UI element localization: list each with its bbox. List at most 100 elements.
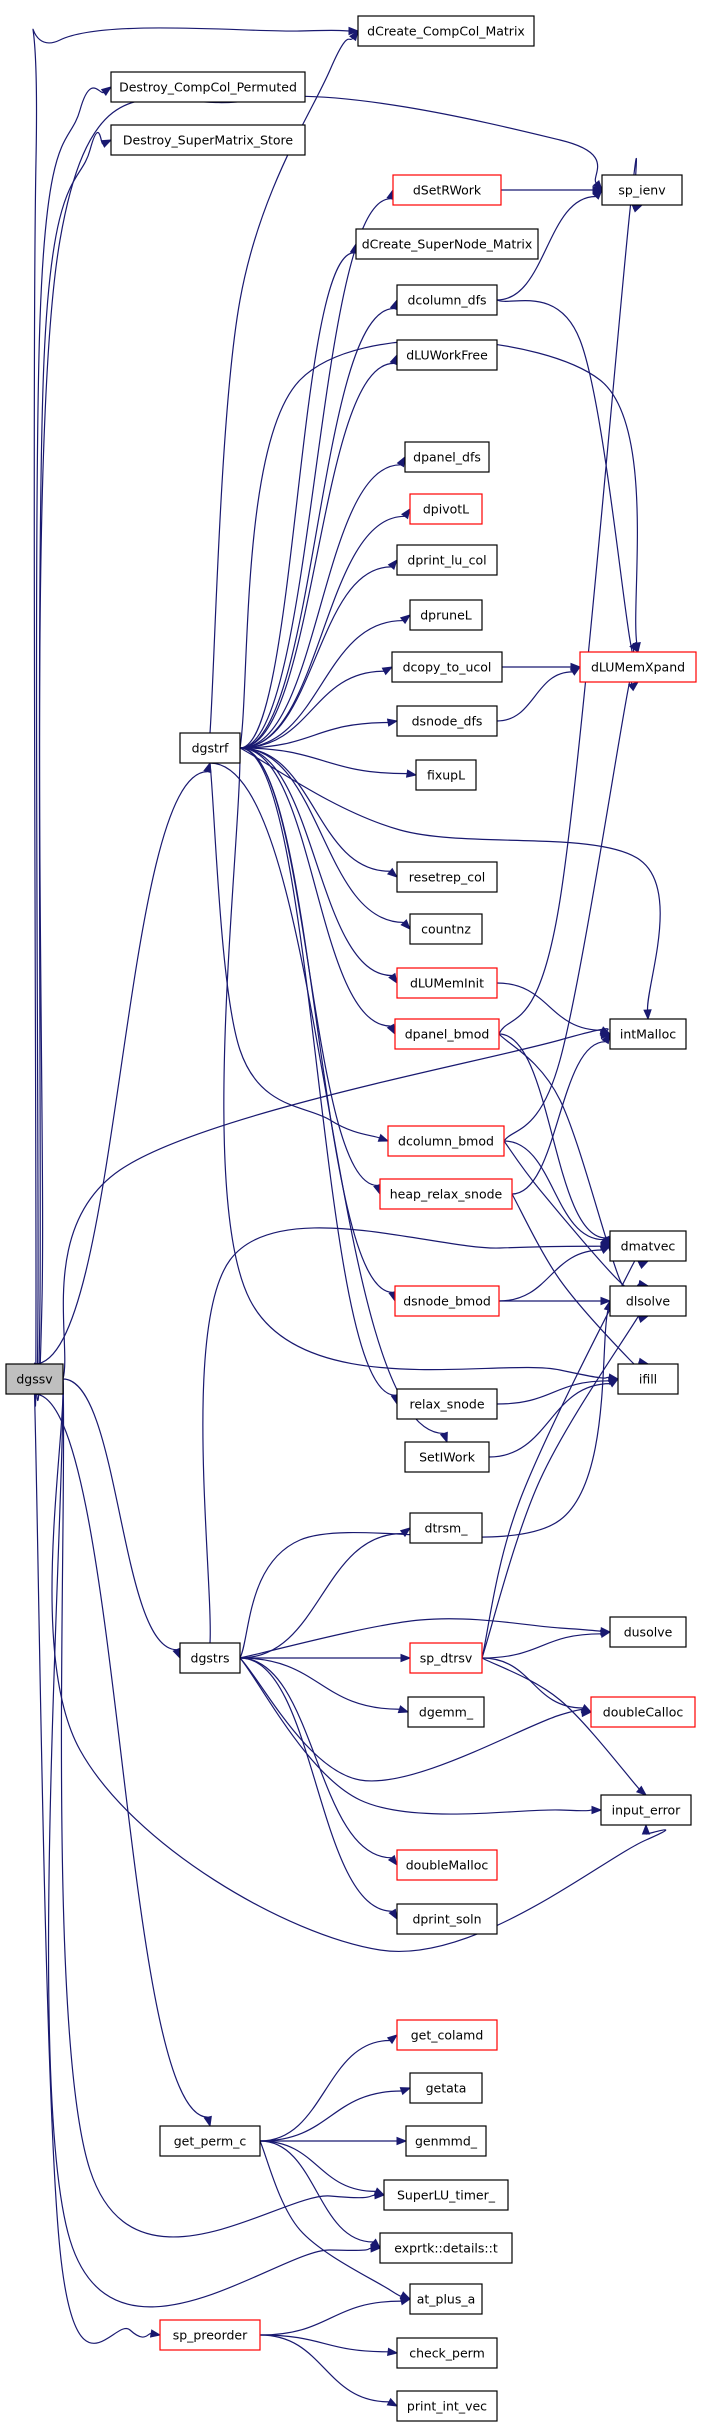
- node-dcreate-supernode-matrix[interactable]: dCreate_SuperNode_Matrix: [355, 228, 539, 260]
- node-dcolumn-dfs[interactable]: dcolumn_dfs: [396, 284, 498, 316]
- edge-sp-dtrsv-to-dlsolve: [481, 1307, 650, 1659]
- node-label: dlsolve: [626, 1294, 670, 1309]
- node-dluworkfree[interactable]: dLUWorkFree: [396, 339, 498, 371]
- node-dcopy-to-ucol[interactable]: dcopy_to_ucol: [391, 651, 503, 683]
- node-label: ifill: [639, 1372, 657, 1387]
- node-label: dcolumn_bmod: [398, 1134, 494, 1149]
- node-at-plus-a[interactable]: at_plus_a: [409, 2283, 483, 2315]
- edge-dgssv-to-input-error: [51, 1378, 667, 1953]
- node-box: [159, 2319, 261, 2351]
- node-fixupl[interactable]: fixupL: [415, 759, 477, 791]
- node-label: sp_preorder: [173, 2328, 248, 2343]
- node-box: [396, 1903, 498, 1935]
- node-dtrsm-[interactable]: dtrsm_: [409, 1512, 483, 1544]
- node-dprint-lu-col[interactable]: dprint_lu_col: [396, 544, 498, 576]
- edge-dgstrf-to-dpanel-dfs: [239, 455, 406, 749]
- node-dlumeminit[interactable]: dLUMemInit: [396, 967, 498, 999]
- node-dprunel[interactable]: dpruneL: [409, 599, 483, 631]
- node-relax-snode[interactable]: relax_snode: [396, 1388, 498, 1420]
- node-box: [609, 1616, 687, 1648]
- node-dlumemxpand[interactable]: dLUMemXpand: [579, 651, 697, 683]
- edge-dgstrs-to-sp-dtrsv: [240, 1653, 412, 1663]
- edge-dgstrf-to-dcolumn-bmod: [209, 762, 390, 1142]
- node-label: SuperLU_timer_: [397, 2188, 496, 2203]
- node-dprint-soln[interactable]: dprint_soln: [396, 1903, 498, 1935]
- node-dlsolve[interactable]: dlsolve: [609, 1285, 687, 1317]
- node-dcolumn-bmod[interactable]: dcolumn_bmod: [387, 1125, 505, 1157]
- node-input-error[interactable]: input_error: [600, 1794, 692, 1826]
- node-box: [617, 1363, 679, 1395]
- node-label: SetIWork: [419, 1450, 476, 1465]
- node-box: [579, 651, 697, 683]
- node-genmmd-[interactable]: genmmd_: [405, 2125, 487, 2157]
- node-superlu-timer-[interactable]: SuperLU_timer_: [383, 2179, 509, 2211]
- node-dpanel-bmod[interactable]: dpanel_bmod: [394, 1018, 500, 1050]
- node-check-perm[interactable]: check_perm: [396, 2337, 498, 2369]
- edge-dgstrf-to-dcolumn-dfs: [239, 298, 398, 749]
- node-label: dmatvec: [621, 1239, 676, 1254]
- node-dgstrf[interactable]: dgstrf: [179, 732, 241, 764]
- node-dusolve[interactable]: dusolve: [609, 1616, 687, 1648]
- node-label: dLUWorkFree: [406, 348, 488, 363]
- node-dsnode-dfs[interactable]: dsnode_dfs: [396, 705, 498, 737]
- node-destroy-supermatrix-store[interactable]: Destroy_SuperMatrix_Store: [110, 124, 306, 156]
- edge-get-perm-c-to-superlu-timer-: [259, 2140, 386, 2196]
- node-get-perm-c[interactable]: get_perm_c: [159, 2125, 261, 2157]
- edge-dlumeminit-to-intmalloc: [496, 982, 612, 1035]
- edge-get-perm-c-to-genmmd-: [260, 2136, 408, 2146]
- node-setiwork[interactable]: SetIWork: [404, 1441, 490, 1473]
- node-label: dcolumn_dfs: [407, 293, 486, 308]
- node-box: [396, 705, 498, 737]
- node-print-int-vec[interactable]: print_int_vec: [396, 2390, 498, 2422]
- node-get-colamd[interactable]: get_colamd: [396, 2019, 498, 2051]
- node-doublecalloc[interactable]: doubleCalloc: [590, 1696, 696, 1728]
- node-box: [396, 2019, 498, 2051]
- node-sp-preorder[interactable]: sp_preorder: [159, 2319, 261, 2351]
- node-dgstrs[interactable]: dgstrs: [179, 1642, 241, 1674]
- node-label: at_plus_a: [417, 2292, 476, 2307]
- node-exprtk-details-t[interactable]: exprtk::details::t: [379, 2232, 513, 2264]
- node-ifill[interactable]: ifill: [617, 1363, 679, 1395]
- node-dgemm-[interactable]: dgemm_: [407, 1696, 485, 1728]
- node-box: [409, 913, 483, 945]
- node-box: [600, 1794, 692, 1826]
- node-label: heap_relax_snode: [390, 1187, 503, 1202]
- node-box: [396, 2390, 498, 2422]
- node-dmatvec[interactable]: dmatvec: [609, 1230, 687, 1262]
- node-box: [179, 732, 241, 764]
- node-heap-relax-snode[interactable]: heap_relax_snode: [379, 1178, 513, 1210]
- edge-dgstrf-to-dsnode-dfs: [239, 718, 399, 749]
- node-box: [396, 544, 498, 576]
- edge-sp-preorder-to-at-plus-a: [259, 2297, 412, 2336]
- node-sp-ienv[interactable]: sp_ienv: [601, 174, 683, 206]
- node-label: dprint_soln: [412, 1912, 481, 1927]
- node-label: dtrsm_: [425, 1521, 469, 1536]
- node-box: [383, 2179, 509, 2211]
- node-label: dpivotL: [423, 502, 469, 517]
- node-box: [396, 861, 498, 893]
- node-resetrep-col[interactable]: resetrep_col: [396, 861, 498, 893]
- node-sp-dtrsv[interactable]: sp_dtrsv: [409, 1642, 483, 1674]
- edge-dgstrs-to-input-error: [239, 1657, 603, 1815]
- node-dcreate-compcol-matrix[interactable]: dCreate_CompCol_Matrix: [357, 15, 535, 47]
- node-intmalloc[interactable]: intMalloc: [609, 1018, 687, 1050]
- node-getata[interactable]: getata: [409, 2072, 483, 2104]
- edge-dcolumn-bmod-to-dlumemxpand: [503, 661, 640, 1142]
- node-dpivotl[interactable]: dpivotL: [409, 493, 483, 525]
- node-doublemalloc[interactable]: doubleMalloc: [396, 1849, 498, 1881]
- edge-dsetrwork-to-sp-ienv: [500, 185, 604, 195]
- node-label: check_perm: [409, 2346, 485, 2361]
- node-box: [409, 1642, 483, 1674]
- node-box: [392, 174, 502, 206]
- edge-dgssv-to-sp-preorder: [33, 1393, 162, 2344]
- node-dsnode-bmod[interactable]: dsnode_bmod: [394, 1285, 500, 1317]
- node-dpanel-dfs[interactable]: dpanel_dfs: [404, 441, 490, 473]
- edge-dgstrf-to-fixupl: [239, 747, 418, 778]
- node-dsetrwork[interactable]: dSetRWork: [392, 174, 502, 206]
- node-destroy-compcol-permuted[interactable]: Destroy_CompCol_Permuted: [110, 71, 306, 103]
- function-nodes: dgssvdCreate_CompCol_MatrixDestroy_CompC…: [5, 15, 697, 2422]
- edge-dgssv-to-dgstrf: [34, 761, 212, 1365]
- node-label: genmmd_: [415, 2134, 478, 2149]
- node-box: [159, 2125, 261, 2157]
- node-countnz[interactable]: countnz: [409, 913, 483, 945]
